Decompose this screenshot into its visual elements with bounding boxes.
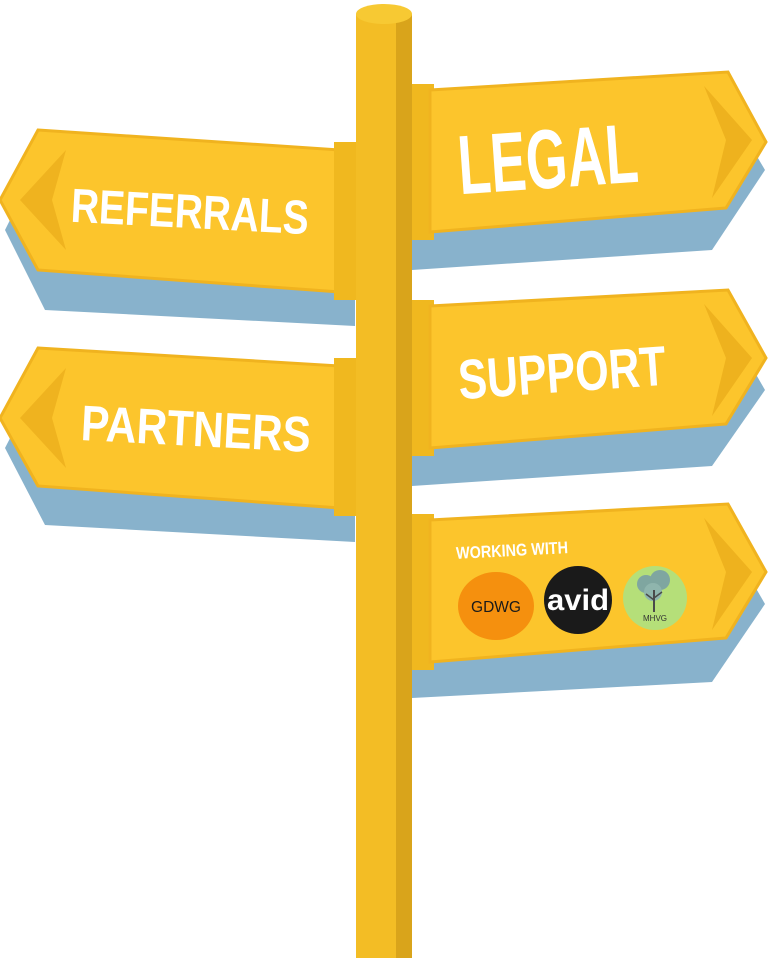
- sign-legal-label: LEGAL: [455, 106, 641, 212]
- avid-logo-text: avid: [547, 584, 609, 617]
- mhvg-logo-text: MHVG: [643, 614, 667, 623]
- sign-support: SUPPORT: [412, 288, 768, 486]
- sign-working-with: WORKING WITH GDWG avid MHVG: [412, 502, 768, 698]
- gdwg-logo-text: GDWG: [471, 599, 521, 616]
- sign-legal: LEGAL: [412, 70, 768, 270]
- avid-logo: avid: [544, 566, 612, 634]
- sign-partners-board: [0, 346, 342, 510]
- sign-referrals: REFERRALS: [0, 128, 355, 326]
- arrow-left-icon: [20, 368, 66, 468]
- sign-partners: PARTNERS: [0, 346, 355, 542]
- gdwg-logo: GDWG: [458, 572, 534, 640]
- mhvg-logo: MHVG: [623, 566, 687, 630]
- arrow-right-icon: [704, 86, 752, 198]
- sign-legal-board: [428, 70, 768, 234]
- arrow-right-icon: [704, 304, 752, 416]
- sign-support-board: [428, 288, 768, 450]
- sign-referrals-board: [0, 128, 342, 294]
- arrow-right-icon: [704, 518, 752, 630]
- sign-partners-label: PARTNERS: [80, 395, 313, 463]
- sign-referrals-label: REFERRALS: [70, 180, 310, 245]
- signpost-pole: [334, 4, 412, 958]
- tree-icon: [637, 570, 670, 612]
- sign-support-label: SUPPORT: [456, 334, 668, 411]
- arrow-left-icon: [20, 150, 66, 250]
